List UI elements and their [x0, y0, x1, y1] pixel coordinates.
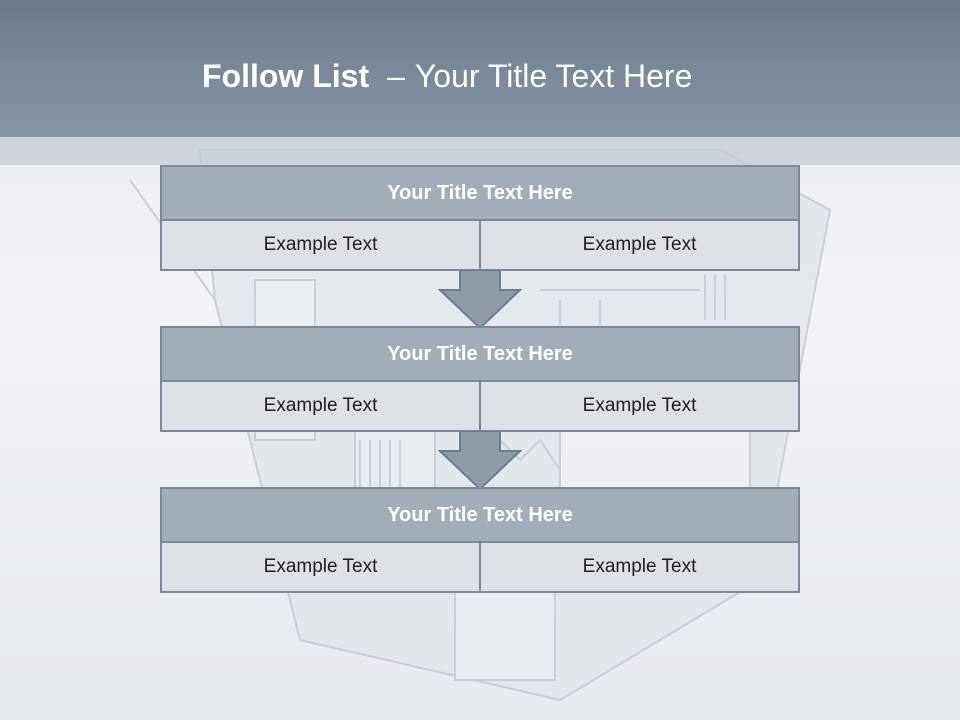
- block-title: Your Title Text Here: [160, 165, 800, 221]
- down-arrow-icon: [438, 270, 522, 330]
- block-cell-left: Example Text: [160, 543, 481, 593]
- header-band: [0, 0, 960, 137]
- title-separator: –: [387, 58, 405, 94]
- down-arrow-icon: [438, 431, 522, 491]
- title-rest: Your Title Text Here: [414, 58, 693, 94]
- slide-title: Follow List–Your Title Text Here: [202, 54, 692, 98]
- list-block-3: Your Title Text Here Example Text Exampl…: [160, 487, 800, 593]
- block-cell-left: Example Text: [160, 221, 481, 271]
- list-block-2: Your Title Text Here Example Text Exampl…: [160, 326, 800, 432]
- block-cell-right: Example Text: [479, 221, 800, 271]
- block-cell-left: Example Text: [160, 382, 481, 432]
- block-row: Example Text Example Text: [160, 382, 800, 432]
- title-bold-part: Follow List: [202, 58, 370, 94]
- block-cell-right: Example Text: [479, 382, 800, 432]
- header-strip: [0, 137, 960, 165]
- block-cell-right: Example Text: [479, 543, 800, 593]
- block-row: Example Text Example Text: [160, 543, 800, 593]
- block-title: Your Title Text Here: [160, 487, 800, 543]
- block-row: Example Text Example Text: [160, 221, 800, 271]
- block-title: Your Title Text Here: [160, 326, 800, 382]
- list-block-1: Your Title Text Here Example Text Exampl…: [160, 165, 800, 271]
